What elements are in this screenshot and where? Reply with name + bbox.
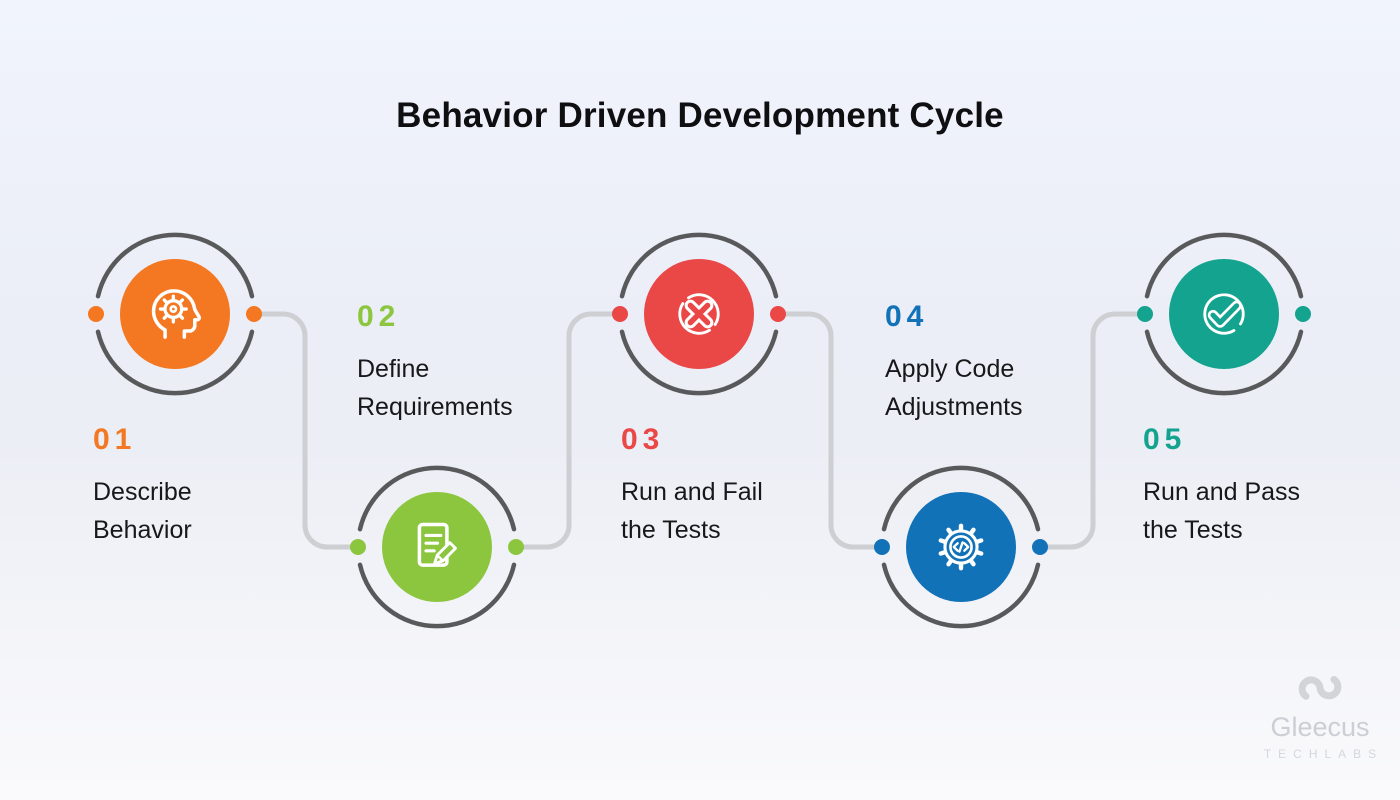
dot <box>508 539 524 555</box>
step5-ring <box>1144 232 1304 396</box>
dot <box>1137 306 1153 322</box>
step4-badge <box>906 492 1016 602</box>
dot <box>246 306 262 322</box>
logo-subtitle: TECHLABS <box>1263 747 1384 761</box>
step-label: Define Requirements <box>357 355 513 421</box>
step4-ring <box>881 465 1041 629</box>
step-label: Run and Pass the Tests <box>1143 478 1301 544</box>
check-circle-icon <box>1203 293 1245 335</box>
dot <box>874 539 890 555</box>
step-number: 01 <box>93 423 137 456</box>
step3-text: 03 Run and Fail the Tests <box>621 425 806 549</box>
node-dots <box>88 306 1311 555</box>
dot <box>88 306 104 322</box>
dot <box>350 539 366 555</box>
connector-line <box>1040 311 1145 550</box>
dot <box>770 306 786 322</box>
step1-badge <box>120 259 230 369</box>
step2-badge <box>382 492 492 602</box>
step-number: 03 <box>621 423 665 456</box>
dot <box>1032 539 1048 555</box>
step2-text: 02 Define Requirements <box>357 302 542 426</box>
step-label: Apply Code Adjustments <box>885 355 1023 421</box>
connector-line <box>778 311 882 550</box>
head-gear-icon <box>151 289 201 339</box>
connector-lines <box>254 311 1145 550</box>
infinity-icon <box>1298 675 1342 700</box>
cross-circle-icon <box>678 293 720 335</box>
logo-name: Gleecus <box>1270 712 1370 742</box>
step-label: Describe Behavior <box>93 478 192 544</box>
dot <box>1295 306 1311 322</box>
step4-text: 04 Apply Code Adjustments <box>885 302 1070 426</box>
step3-badge <box>644 259 754 369</box>
connector-line <box>254 311 358 550</box>
gear-code-icon <box>938 523 984 571</box>
step5-badge <box>1169 259 1279 369</box>
step-number: 04 <box>885 300 929 333</box>
outer-rings <box>95 232 1304 629</box>
step-number: 02 <box>357 300 401 333</box>
step3-ring <box>619 232 779 396</box>
step5-text: 05 Run and Pass the Tests <box>1143 425 1328 549</box>
step2-ring <box>357 465 517 629</box>
step-number: 05 <box>1143 423 1187 456</box>
connector-line <box>516 311 620 550</box>
step-label: Run and Fail the Tests <box>621 478 763 544</box>
step1-text: 01 Describe Behavior <box>93 425 278 549</box>
dot <box>612 306 628 322</box>
step1-ring <box>95 232 255 396</box>
gleecus-logo: Gleecus TECHLABS <box>1240 666 1400 761</box>
page-title: Behavior Driven Development Cycle <box>396 96 1004 135</box>
document-pencil-icon <box>417 522 457 567</box>
